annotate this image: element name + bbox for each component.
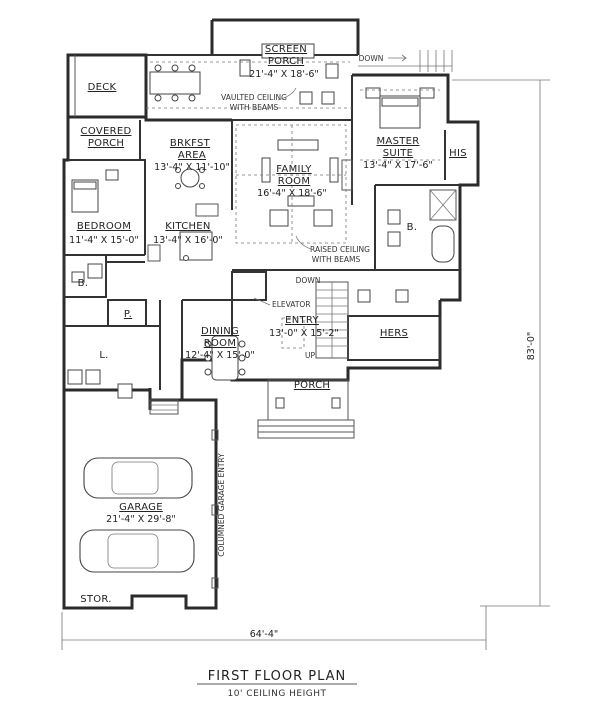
screen-porch-name-1: SCREEN xyxy=(265,44,307,55)
hers-label: HERS xyxy=(380,328,408,339)
garage-cars xyxy=(79,429,219,589)
down-deck-note: DOWN xyxy=(359,54,384,63)
elevator-leader xyxy=(253,297,271,306)
furniture xyxy=(67,43,457,399)
dimension-lines xyxy=(61,79,550,650)
kitchen-label: KITCHEN xyxy=(165,221,210,232)
kitchen-dims: 13'-4" X 16'-0" xyxy=(153,235,223,246)
plan-subtitle: 10' CEILING HEIGHT xyxy=(228,689,327,699)
garage-dims: 21'-4" X 29'-8" xyxy=(106,514,176,525)
vaulted-note-1: VAULTED CEILING xyxy=(221,93,287,102)
up-note: UP xyxy=(305,351,315,360)
overall-width-dim: 64'-4" xyxy=(250,629,279,640)
porch-label: PORCH xyxy=(294,380,330,391)
dining-label-2: ROOM xyxy=(204,338,237,349)
overall-depth-dim: 83'-0" xyxy=(526,332,537,361)
brkfst-label-1: BRKFST xyxy=(170,138,211,149)
down-stair-note: DOWN xyxy=(296,276,321,285)
bedroom-label: BEDROOM xyxy=(77,221,131,232)
laundry-label: L. xyxy=(99,350,108,361)
master-suite-label-2: SUITE xyxy=(383,148,414,159)
bedroom-dims: 11'-4" X 15'-0" xyxy=(69,235,139,246)
family-room-label-1: FAMILY xyxy=(276,164,312,175)
pantry-label: P. xyxy=(124,309,132,320)
his-label: HIS xyxy=(449,148,467,159)
brkfst-label-2: AREA xyxy=(178,150,206,161)
stor-label: STOR. xyxy=(80,594,112,605)
dining-label-1: DINING xyxy=(201,326,239,337)
dining-dims: 12'-4" X 15'-0" xyxy=(185,350,255,361)
bath-master-label: B. xyxy=(407,222,418,233)
vaulted-note-2: WITH BEAMS xyxy=(230,103,279,112)
covered-porch-label-2: PORCH xyxy=(88,138,124,149)
ceiling-lines xyxy=(146,61,440,244)
family-room-dims: 16'-4" X 18'-6" xyxy=(257,188,327,199)
vaulted-leader xyxy=(277,87,297,101)
bath-left-label: B. xyxy=(78,278,89,289)
screen-porch-dims: 21'-4" X 18'-6" xyxy=(249,69,319,80)
plan-notes: VAULTED CEILING WITH BEAMS RAISED CEILIN… xyxy=(217,54,383,557)
columned-garage-entry-note: COLUMNED GARAGE ENTRY xyxy=(217,453,226,557)
plan-title: FIRST FLOOR PLAN xyxy=(208,669,347,684)
raised-leader xyxy=(295,235,315,251)
master-suite-dims: 13'-4" X 17'-6" xyxy=(363,160,433,171)
raised-note-2: WITH BEAMS xyxy=(312,255,361,264)
screen-porch-label-2: PORCH xyxy=(268,56,304,67)
elevator-note: ELEVATOR xyxy=(272,300,311,309)
garage-label: GARAGE xyxy=(119,502,163,513)
screen-porch-label: SCREEN xyxy=(265,44,307,55)
room-labels: SCREEN PORCH 21'-4" X 18'-6" DECK COVERE… xyxy=(69,44,467,605)
deck-label: DECK xyxy=(88,82,117,93)
entry-label: ENTRY xyxy=(285,315,319,326)
raised-note-1: RAISED CEILING xyxy=(310,245,370,254)
covered-porch-label-1: COVERED xyxy=(81,126,132,137)
brkfst-dims: 13'-4" X 11'-10" xyxy=(154,162,230,173)
family-room-label-2: ROOM xyxy=(278,176,311,187)
entry-dims: 13'-0" X 15'-2" xyxy=(269,328,339,339)
stairs xyxy=(149,50,453,439)
master-suite-label-1: MASTER xyxy=(377,136,420,147)
